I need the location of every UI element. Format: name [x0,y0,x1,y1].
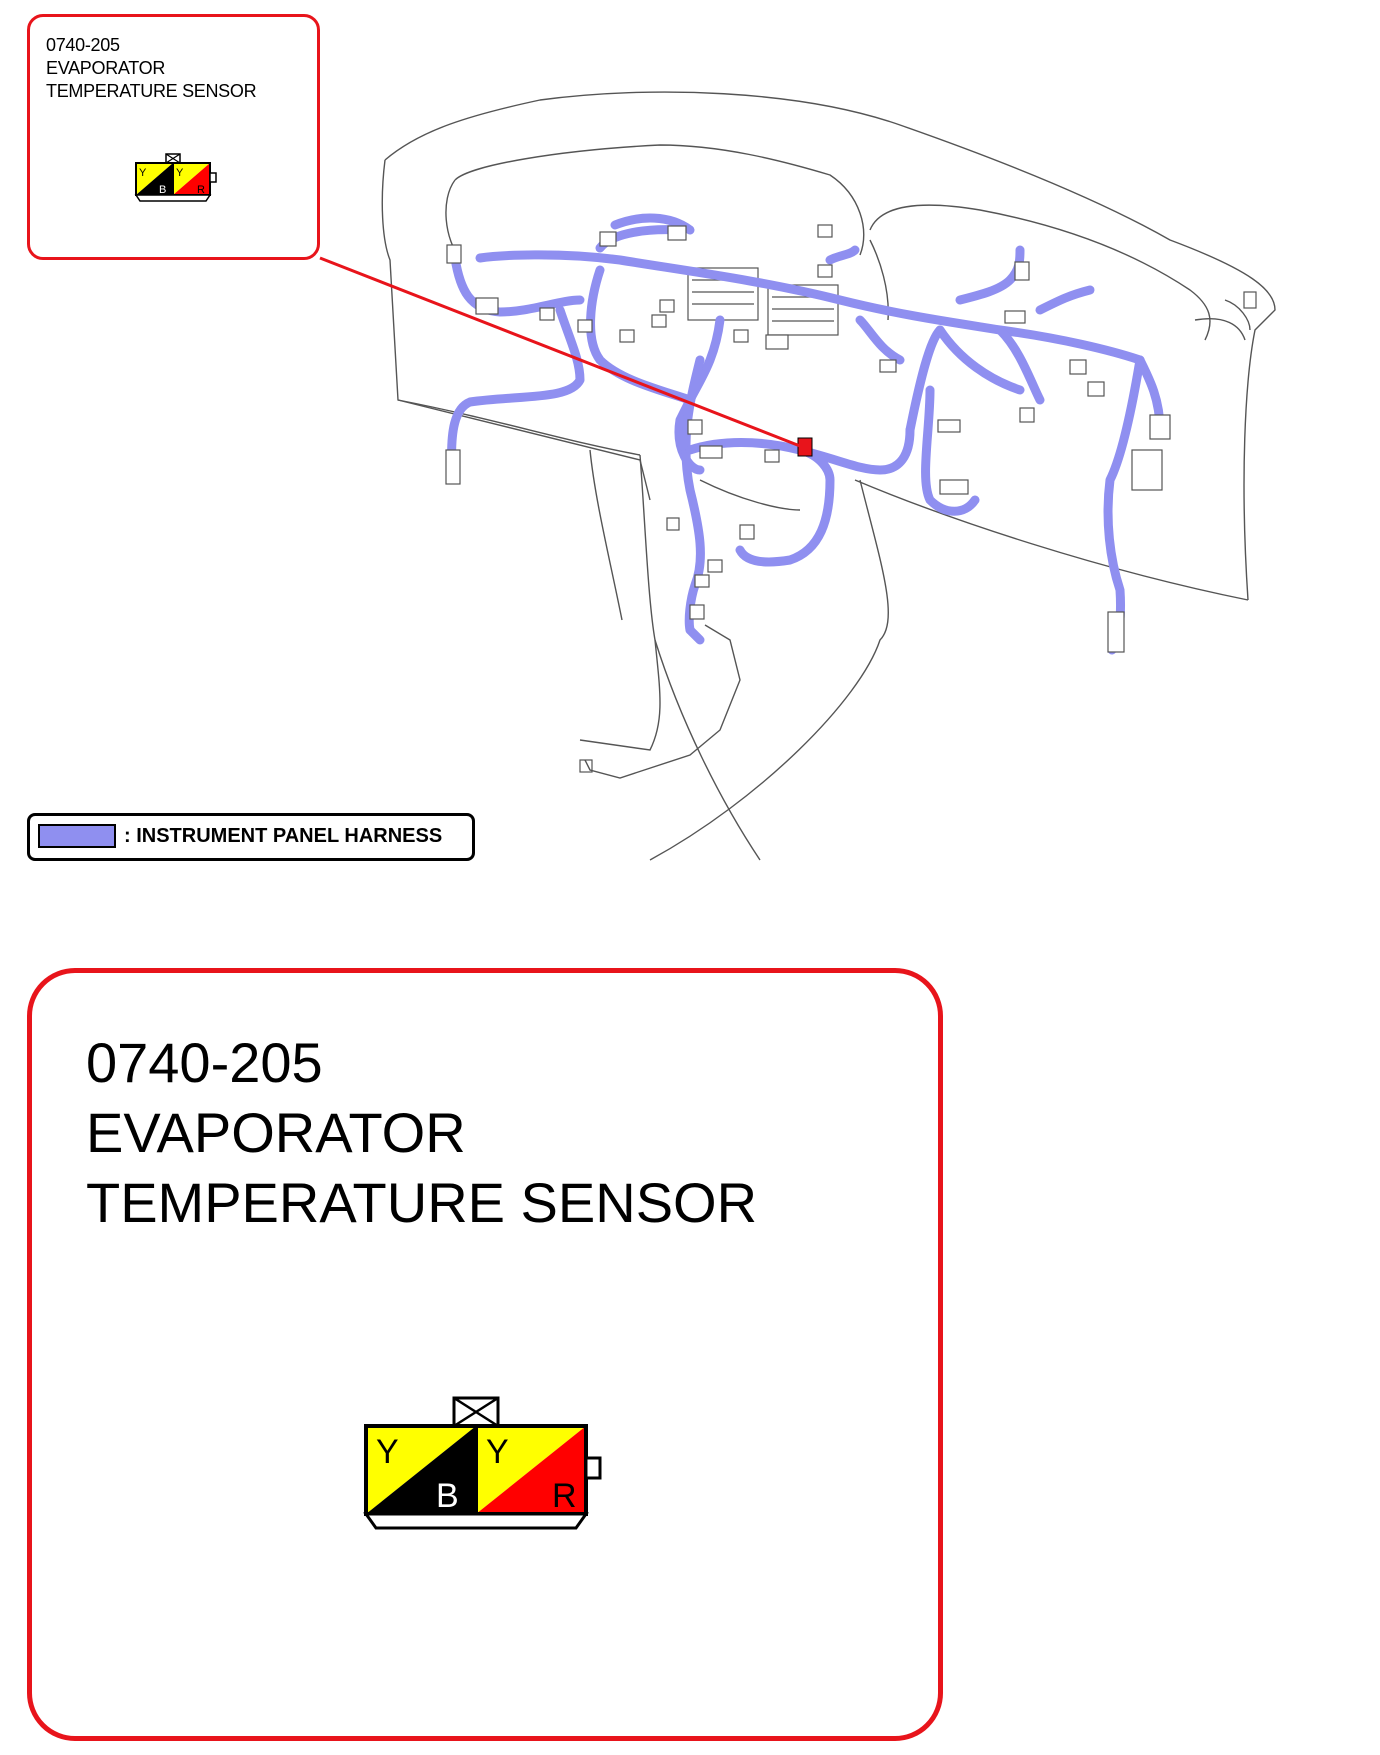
pin2-bottom-label-small: R [197,184,205,196]
pin2-bottom-label: R [552,1477,577,1515]
harness-diagram [319,91,1276,861]
pin1-bottom-label-small: B [159,184,166,196]
connector-face-large: Y B Y R [363,1396,602,1530]
sensor-pigtail-wire [584,624,741,779]
connector-code-large: 0740-205 [86,1031,323,1094]
harness-connectors [445,224,1257,773]
connector-code-small: 0740-205 [46,35,120,55]
dashboard-outline [381,91,1276,861]
leader-line [319,256,801,448]
pin1-bottom-fill-small [136,163,173,195]
connector-name-line1-large: EVAPORATOR [86,1101,466,1164]
harness-color-swatch [38,824,116,848]
pin2-top-label: Y [486,1433,509,1471]
callout-box-large [27,968,943,1741]
connector-name-line1-small: EVAPORATOR [46,58,166,78]
pin1-top-label-small: Y [139,167,147,179]
pin2-top-label-small: Y [176,167,184,179]
callout-label-large: 0740-205 EVAPORATOR TEMPERATURE SENSOR [86,1028,757,1238]
connector-name-line2-small: TEMPERATURE SENSOR [46,81,257,101]
connector-face-small: Y B Y R [134,153,217,202]
highlighted-sensor-connector [797,437,813,457]
wire-harness [447,213,1165,655]
connector-name-line2-large: TEMPERATURE SENSOR [86,1171,758,1234]
pin1-bottom-label: B [436,1477,459,1515]
legend-label: : INSTRUMENT PANEL HARNESS [124,825,443,847]
pin1-bottom-fill [366,1426,476,1514]
pin1-top-label: Y [376,1433,399,1471]
pin2-bottom-fill-small [173,163,210,195]
pin2-bottom-fill [476,1426,586,1514]
callout-label-small: 0740-205 EVAPORATOR TEMPERATURE SENSOR [46,34,257,103]
legend-box: : INSTRUMENT PANEL HARNESS [27,813,475,861]
callout-box-small [27,14,320,260]
